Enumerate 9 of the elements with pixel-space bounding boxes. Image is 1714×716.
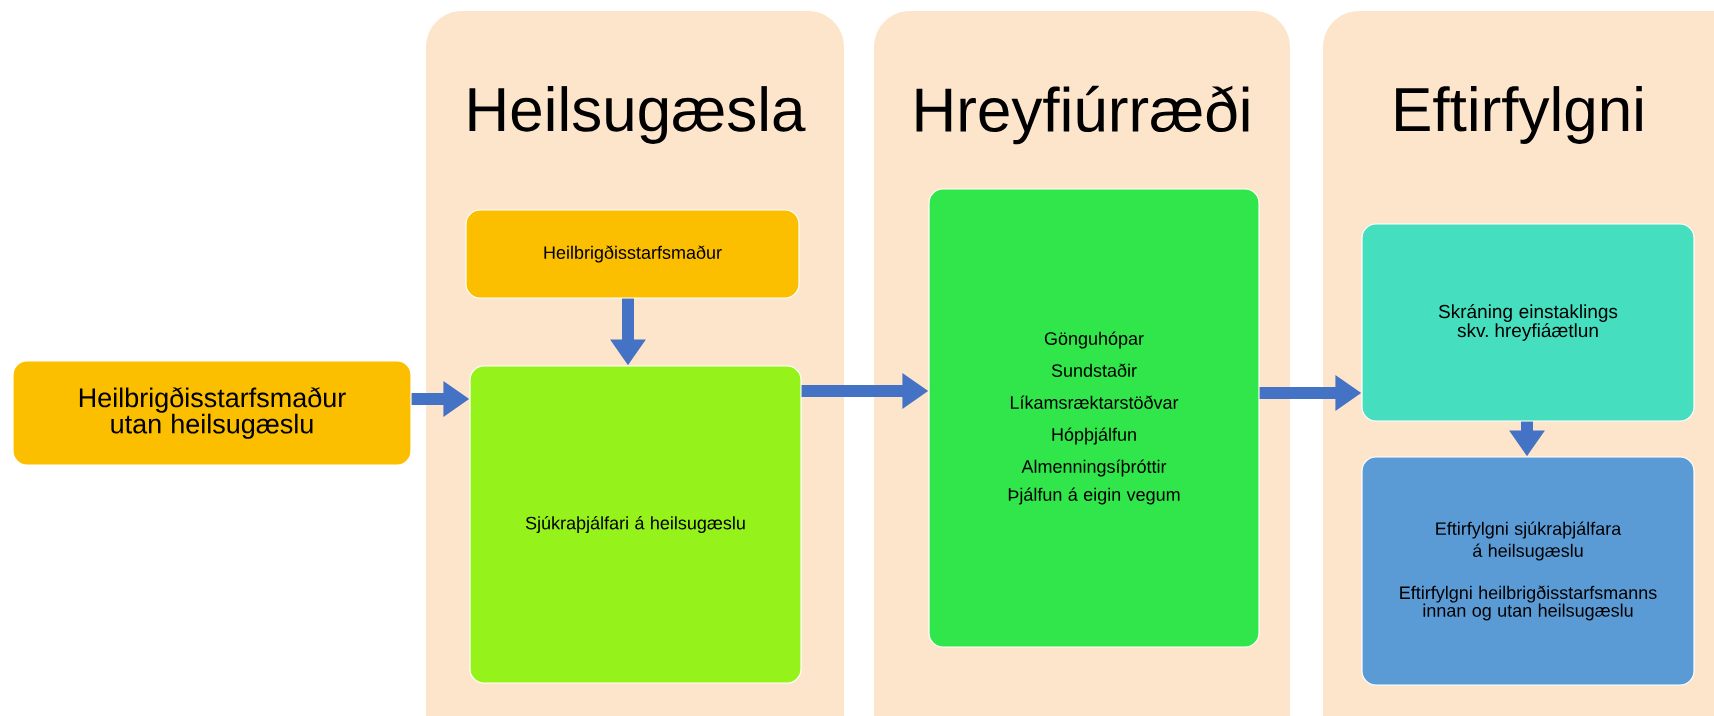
process-box: Skráning einstaklings skv. hreyfiáætlun [1361,223,1695,422]
column-heading: Hreyfiúrræði [916,85,1249,145]
process-box: Eftirfylgni sjúkraþjálfara á heilsugæslu Eftirfylgni heilbrigðisstarfsmanns innan og utan heilsugæslu [1361,456,1695,686]
process-box: Heilbrigðisstarfsmaður [465,209,800,299]
column-heading: Eftirfylgni [1396,86,1642,144]
process-box: Gönguhópar Sundstaðir Líkamsræktarstöðvar Hópþjálfun Almenningsíþróttir Þjálfun á eigin vegum [928,188,1260,648]
process-box: Heilbrigðisstarfsmaður utan heilsugæslu [12,360,412,466]
column-heading: Heilsugæsla [469,86,806,144]
process-box: Sjúkraþjálfari á heilsugæslu [469,365,802,684]
